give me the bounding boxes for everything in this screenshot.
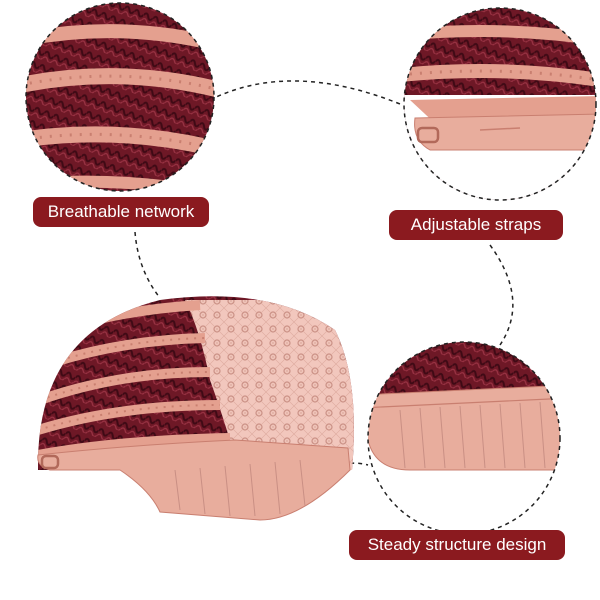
label-breathable-network: Breathable network [33, 197, 209, 227]
wig-cap-main [37, 296, 354, 521]
detail-circle-structure [367, 341, 561, 535]
detail-circle-straps [403, 7, 597, 201]
label-steady-structure-design: Steady structure design [349, 530, 565, 560]
detail-circle-breathable [25, 2, 215, 192]
label-adjustable-straps: Adjustable straps [389, 210, 563, 240]
